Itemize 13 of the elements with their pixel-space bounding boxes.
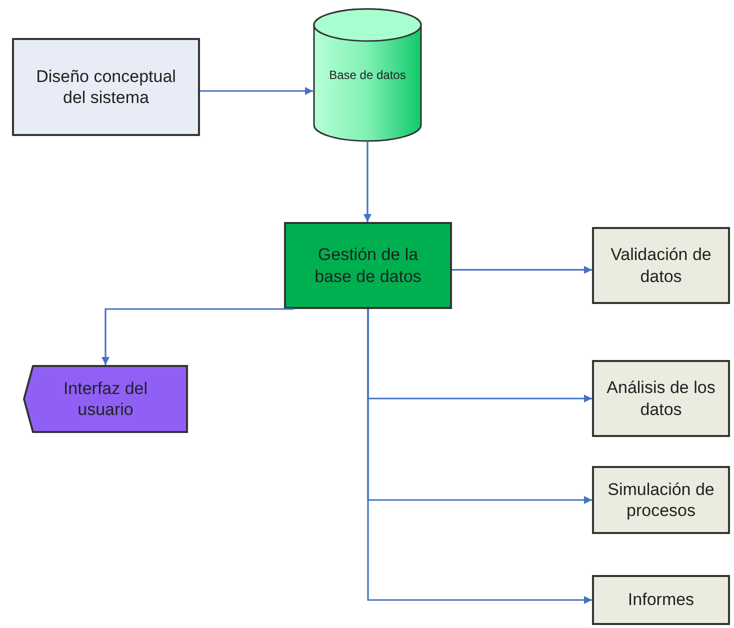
database-cylinder: Base de datos [313, 8, 422, 142]
process-box: Gestión de la base de datos [284, 222, 452, 309]
process-box: Simulación de procesos [592, 466, 730, 534]
process-box: Análisis de los datos [592, 360, 730, 437]
arrow [367, 309, 592, 604]
arrow [364, 142, 372, 222]
process-box: Diseño conceptual del sistema [12, 38, 200, 136]
arrow [102, 308, 294, 365]
display-shape: Interfaz del usuario [23, 365, 188, 433]
process-box: Informes [592, 575, 730, 625]
process-box: Validación de datos [592, 227, 730, 304]
arrow [452, 266, 592, 274]
arrow [200, 87, 313, 95]
